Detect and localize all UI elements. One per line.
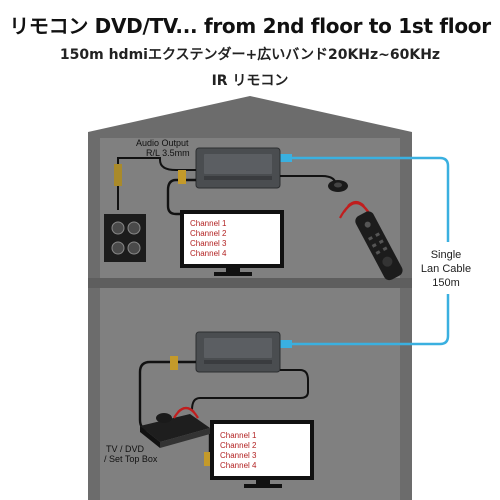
channel-item: Channel 1: [220, 431, 257, 440]
channel-item: Channel 3: [190, 239, 227, 248]
tv-lower: [210, 420, 314, 488]
channel-list-upper: Channel 1 Channel 2 Channel 3 Channel 4: [190, 219, 227, 258]
lan-connector-top: [280, 154, 292, 162]
subtitle-ir-remote: IR リモコン: [211, 73, 289, 89]
hdmi-plug-upper-icon: [178, 170, 186, 184]
subtitle: 150m hdmiエクステンダー+広いバンド20KHz~60KHz: [59, 47, 441, 63]
ir-signal-lower-icon: [173, 406, 199, 419]
hdmi-cable-upper: [166, 178, 196, 216]
channel-item: Channel 2: [220, 441, 257, 450]
audio-output-label: Audio Output: [136, 138, 189, 148]
channel-item: Channel 1: [190, 219, 227, 228]
ir-cable-lower: [191, 369, 309, 411]
audio-output-sublabel: R/L 3.5mm: [146, 148, 190, 158]
channel-item: Channel 4: [220, 461, 257, 470]
lan-connector-bottom: [280, 340, 292, 348]
channel-list-lower: Channel 1 Channel 2 Channel 3 Channel 4: [220, 431, 257, 470]
cable-label-line2: Lan Cable: [421, 263, 471, 275]
ir-receiver-upper: [280, 175, 348, 192]
source-sublabel: / Set Top Box: [104, 454, 158, 464]
channel-item: Channel 4: [190, 249, 227, 258]
cable-label-line3: 150m: [432, 277, 460, 289]
ir-emitter-lower: [156, 413, 172, 423]
audio-plug-icon: [114, 164, 122, 186]
hdmi-plug-tv-lower-icon: [204, 452, 212, 466]
audio-cable: [117, 157, 196, 210]
source-label: TV / DVD: [106, 444, 145, 454]
channel-item: Channel 3: [220, 451, 257, 460]
receiver-unit-upper: [195, 147, 281, 189]
house-roof: [88, 96, 412, 138]
transmitter-unit-lower: [195, 331, 281, 373]
cable-label-line1: Single: [431, 249, 462, 261]
set-top-box-icon: [140, 414, 210, 448]
channel-item: Channel 2: [190, 229, 227, 238]
remote-control-icon: [355, 211, 403, 281]
tv-upper: [180, 210, 284, 276]
floor-divider: [88, 278, 412, 288]
hdmi-plug-lower-icon: [170, 356, 178, 370]
lan-cable-label: Single Lan Cable 150m: [418, 242, 474, 294]
main-title: リモコン DVD/TV... from 2nd floor to 1st flo…: [9, 14, 491, 38]
speaker-icon: [104, 214, 146, 262]
